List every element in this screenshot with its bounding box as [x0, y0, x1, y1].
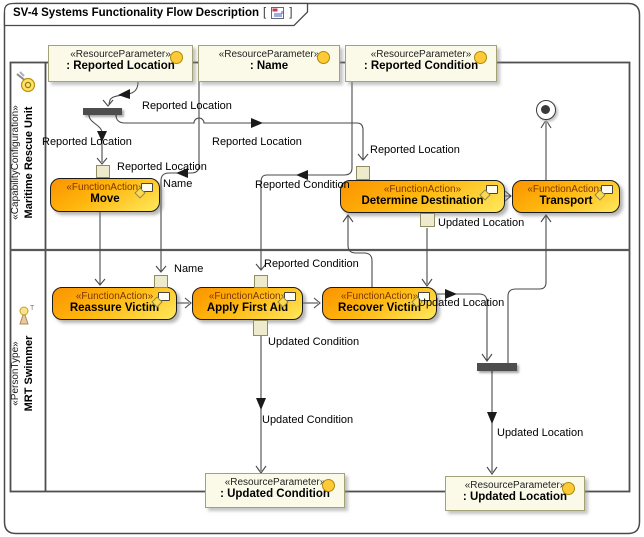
edge-label[interactable]: Reported Location: [142, 100, 232, 112]
param-name: : Name: [249, 60, 289, 72]
parameter-dot-icon: [170, 51, 183, 64]
stereotype-label: «ResourceParameter»: [370, 49, 472, 60]
edge-label[interactable]: Updated Location: [418, 297, 505, 309]
rake-icon: [141, 183, 153, 192]
edge-label[interactable]: Reported Location: [370, 144, 460, 156]
swimlane-header-maritime-rescue-unit[interactable]: «CapabilityConfiguration» Maritime Rescu…: [10, 75, 45, 250]
capability-configuration-icon: [14, 69, 38, 95]
swimlane-name: Maritime Rescue Unit: [22, 106, 35, 219]
edge-direction-arrows: [97, 89, 497, 424]
diagram-title-tab[interactable]: SV-4 Systems Functionality Flow Descript…: [13, 6, 292, 20]
action-apply-first-aid[interactable]: «FunctionAction» Apply First Aid: [192, 287, 303, 320]
resource-param-updated-condition[interactable]: «ResourceParameter» : Updated Condition: [205, 473, 345, 508]
rake-icon: [486, 185, 498, 194]
diagram-title: SV-4 Systems Functionality Flow Descript…: [13, 7, 260, 19]
parameter-dot-icon: [474, 51, 487, 64]
rake-icon: [418, 292, 430, 301]
rake-icon: [601, 185, 613, 194]
edge-label[interactable]: Name: [174, 263, 204, 275]
action-transport[interactable]: «FunctionAction» Transport: [512, 180, 620, 213]
swimlane-title: «PersonType» MRT Swimmer: [10, 255, 45, 492]
action-name: Determine Destination: [361, 195, 484, 207]
param-name: : Updated Location: [462, 491, 568, 503]
swimlane-name: MRT Swimmer: [22, 335, 35, 412]
edge-label[interactable]: Reported Location: [42, 136, 132, 148]
resource-param-reported-location[interactable]: «ResourceParameter» : Reported Location: [48, 45, 193, 82]
stereotype-label: «FunctionAction»: [66, 182, 144, 193]
input-pin-move-reported-location[interactable]: [96, 165, 110, 178]
swimlane-header-mrt-swimmer[interactable]: «PersonType» MRT Swimmer: [10, 255, 45, 492]
edge-label[interactable]: Reported Location: [212, 136, 302, 148]
bracket-close: ]: [289, 7, 293, 19]
input-pin-determine-destination-reported-location[interactable]: [356, 166, 370, 180]
edge-label[interactable]: Name: [163, 178, 193, 190]
diagram-frame: [3, 2, 641, 535]
swimlane-title: «CapabilityConfiguration» Maritime Rescu…: [10, 75, 45, 250]
parameter-dot-icon: [317, 51, 330, 64]
param-name: : Reported Location: [66, 60, 175, 72]
output-pin-apply-first-aid-updated-condition[interactable]: [253, 320, 268, 336]
action-name: Reassure Victim: [69, 302, 160, 314]
action-name: Apply First Aid: [206, 302, 289, 314]
action-recover-victim[interactable]: «FunctionAction» Recover Victim: [322, 287, 437, 320]
edge-label[interactable]: Updated Condition: [262, 414, 354, 426]
output-pin-determine-destination-updated-location[interactable]: [420, 213, 435, 227]
edge-label[interactable]: Reported Condition: [264, 258, 359, 270]
rake-icon: [284, 292, 296, 301]
stereotype-label: «FunctionAction»: [208, 291, 287, 302]
input-pin-apply-first-aid-reported-condition[interactable]: [254, 275, 268, 288]
stereotype-label: «ResourceParameter»: [218, 49, 320, 60]
action-name: Transport: [539, 195, 593, 207]
stereotype-label: «ResourceParameter»: [224, 477, 326, 488]
swimlane-stereotype: «CapabilityConfiguration»: [10, 105, 21, 220]
stereotype-label: «FunctionAction»: [340, 291, 419, 302]
stereotype-label: «FunctionAction»: [383, 184, 462, 195]
parameter-dot-icon: [322, 479, 335, 492]
resource-param-reported-condition[interactable]: «ResourceParameter» : Reported Condition: [345, 45, 497, 82]
input-pin-reassure-victim-name[interactable]: [154, 275, 168, 288]
edge-label[interactable]: Reported Location: [117, 161, 207, 173]
swimlane-stereotype: «PersonType»: [10, 341, 21, 406]
rake-icon: [158, 292, 170, 301]
action-determine-destination[interactable]: «FunctionAction» Determine Destination: [340, 180, 505, 213]
stereotype-label: «FunctionAction»: [75, 291, 154, 302]
stereotype-label: «FunctionAction»: [527, 184, 605, 195]
final-node-dot: [540, 104, 551, 115]
action-move[interactable]: «FunctionAction» Move: [50, 178, 160, 212]
edge-label[interactable]: Updated Condition: [268, 336, 360, 348]
fork-bar-bottom[interactable]: [477, 363, 517, 371]
activity-diagram-icon: [270, 6, 285, 20]
action-reassure-victim[interactable]: «FunctionAction» Reassure Victim: [52, 287, 177, 320]
action-name: Recover Victim: [338, 302, 421, 314]
bracket-open: [: [263, 7, 267, 19]
svg-text:T: T: [30, 305, 35, 312]
resource-param-name[interactable]: «ResourceParameter» : Name: [198, 45, 340, 82]
edge-label[interactable]: Updated Location: [497, 427, 584, 439]
parameter-dot-icon: [562, 482, 575, 495]
edge-label[interactable]: Updated Location: [438, 217, 525, 229]
edge-end-arrows: [94, 99, 552, 475]
edge-label[interactable]: Reported Condition: [255, 179, 350, 191]
fork-bar-top[interactable]: [83, 108, 122, 115]
param-name: : Updated Condition: [220, 488, 330, 500]
person-icon: T: [13, 302, 39, 328]
action-name: Move: [90, 193, 120, 205]
resource-param-updated-location[interactable]: «ResourceParameter» : Updated Location: [445, 476, 585, 511]
param-name: : Reported Condition: [363, 60, 479, 72]
stereotype-label: «ResourceParameter»: [70, 49, 171, 60]
activity-final-node[interactable]: [536, 100, 556, 120]
stereotype-label: «ResourceParameter»: [464, 480, 566, 491]
